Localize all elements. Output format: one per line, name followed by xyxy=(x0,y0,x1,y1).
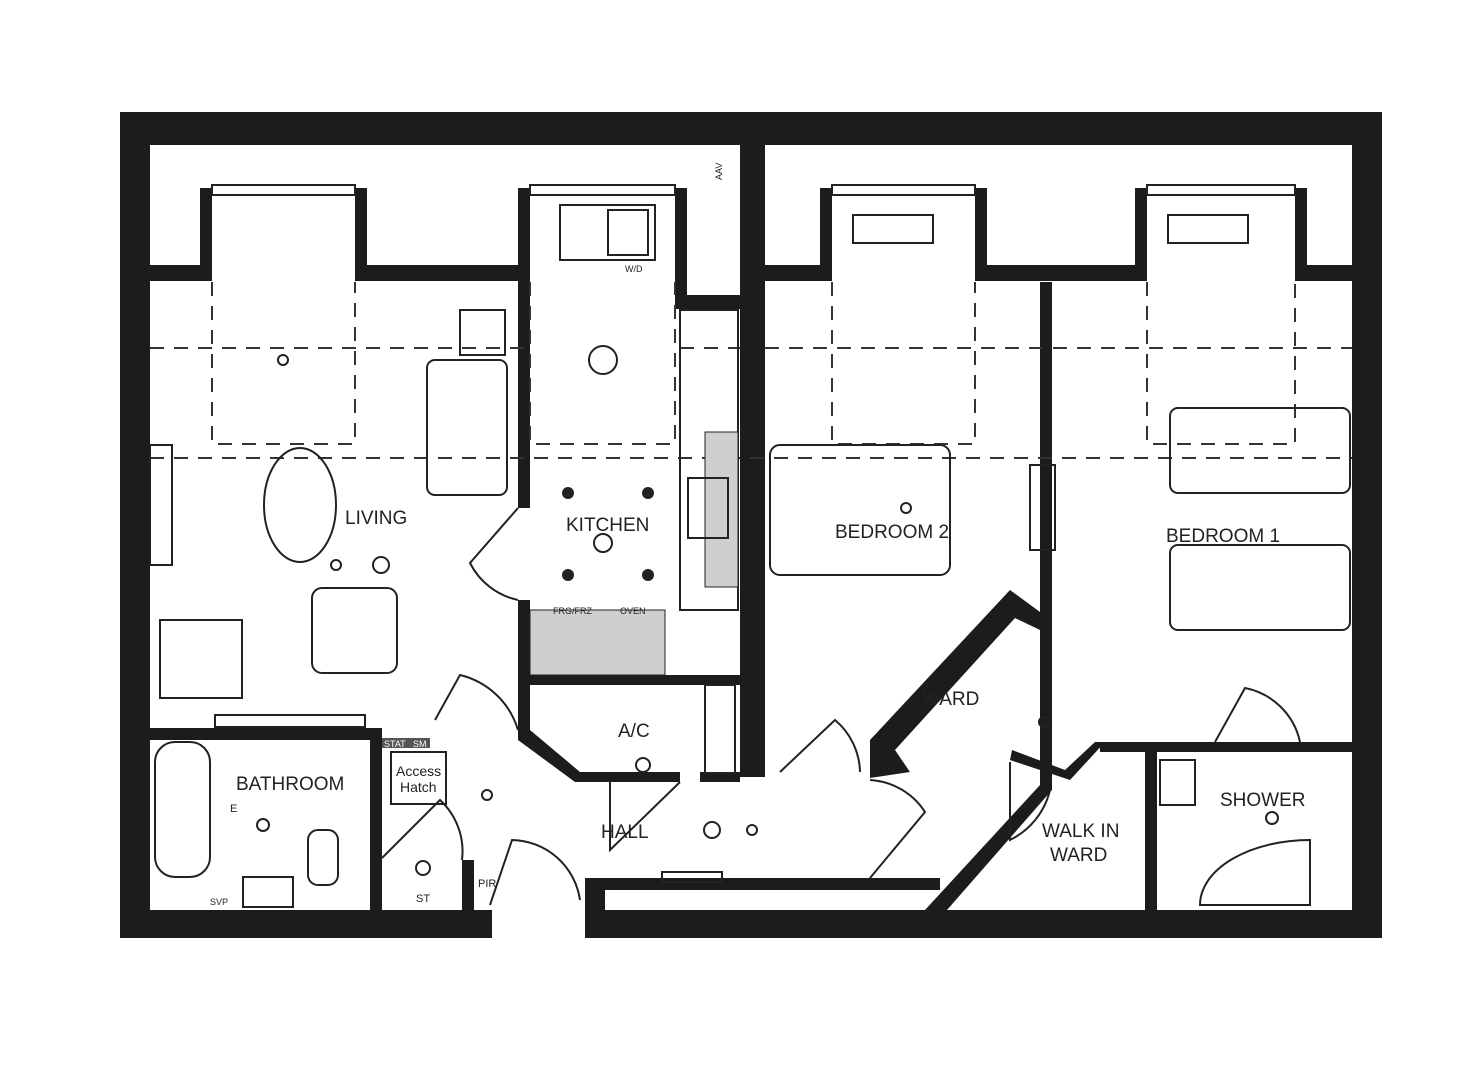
room-label-shower: SHOWER xyxy=(1220,790,1306,811)
doors xyxy=(381,507,1301,906)
room-label-bedroom-1: BEDROOM 1 xyxy=(1166,526,1280,547)
kitchen-units xyxy=(529,204,739,774)
facade-walls xyxy=(150,188,1352,508)
outer-walls xyxy=(120,112,1382,938)
room-label-hall: HALL xyxy=(601,822,649,843)
room-label-ac: A/C xyxy=(618,721,650,742)
access-hatch-label-1: Access xyxy=(396,763,441,779)
room-label-bedroom-2: BEDROOM 2 xyxy=(835,522,949,543)
room-label-walk-in-ward-line1: WALK IN xyxy=(1042,821,1119,842)
sm-label: SM xyxy=(413,739,427,749)
room-label-walk-in-ward-line2: WARD xyxy=(1050,845,1107,866)
oven-label: OVEN xyxy=(620,606,646,616)
stat-label: STAT xyxy=(384,739,406,749)
room-label-living: LIVING xyxy=(345,508,407,529)
interior-walls xyxy=(150,282,1352,918)
washer-dryer-label: W/D xyxy=(625,264,643,274)
room-label-kitchen: KITCHEN xyxy=(566,515,649,536)
access-hatch-label-2: Hatch xyxy=(400,779,437,795)
room-label-bathroom: BATHROOM xyxy=(236,774,344,795)
pir-label: PIR xyxy=(478,878,496,890)
electric-label: E xyxy=(230,803,237,815)
dashed-guides xyxy=(150,282,1352,459)
st-label: ST xyxy=(416,893,430,905)
fridge-freezer-label: FRG/FRZ xyxy=(553,606,592,616)
windows xyxy=(211,184,1296,196)
aav-label: AAV xyxy=(714,163,724,180)
furniture xyxy=(149,214,1351,908)
svp-label: SVP xyxy=(210,897,228,907)
room-label-ward: WARD xyxy=(922,689,979,710)
